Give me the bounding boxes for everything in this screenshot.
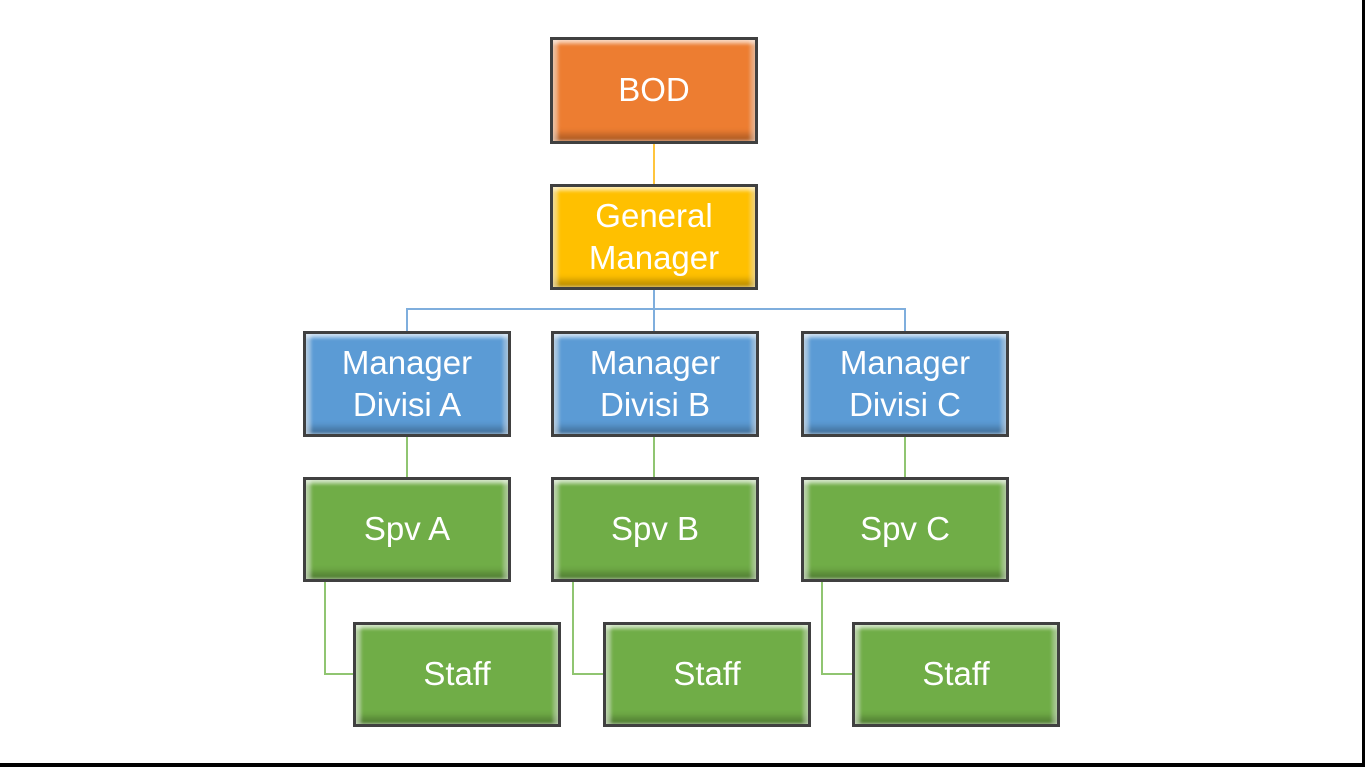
connector-general-manager-drop xyxy=(653,290,655,331)
connector-spv-c-to-staff-vertical xyxy=(821,582,823,675)
connector-manager-branch-horizontal xyxy=(406,308,906,310)
connector-spv-c-to-staff-horizontal xyxy=(821,673,852,675)
org-node-spv-c-label: Spv C xyxy=(860,510,950,548)
connector-manager-a-to-spv-a xyxy=(406,437,408,477)
connector-bod-to-general-manager xyxy=(653,144,655,184)
org-node-spv-b: Spv B xyxy=(551,477,759,582)
org-node-spv-b-label: Spv B xyxy=(610,510,700,548)
org-node-manager-divisi-c-label: Manager Divisi C xyxy=(839,343,971,423)
org-node-manager-divisi-a-label: Manager Divisi A xyxy=(341,343,473,423)
org-node-manager-divisi-b: Manager Divisi B xyxy=(551,331,759,437)
org-node-staff-b: Staff xyxy=(603,622,811,727)
org-node-staff-b-label: Staff xyxy=(673,655,741,693)
org-node-spv-a-label: Spv A xyxy=(363,510,451,548)
org-node-bod: BOD xyxy=(550,37,758,144)
org-node-staff-a-label: Staff xyxy=(423,655,491,693)
connector-spv-b-to-staff-vertical xyxy=(572,582,574,675)
screen-edge-bottom xyxy=(0,763,1365,767)
org-node-general-manager-label: General Manager xyxy=(588,196,720,276)
connector-spv-a-to-staff-vertical xyxy=(324,582,326,675)
connector-spv-b-to-staff-horizontal xyxy=(572,673,603,675)
org-node-spv-c: Spv C xyxy=(801,477,1009,582)
connector-spv-a-to-staff-horizontal xyxy=(324,673,353,675)
connector-manager-c-to-spv-c xyxy=(904,437,906,477)
org-node-staff-c-label: Staff xyxy=(922,655,990,693)
org-node-manager-divisi-b-label: Manager Divisi B xyxy=(589,343,721,423)
connector-branch-to-manager-c xyxy=(904,308,906,331)
screen-edge-right xyxy=(1362,0,1365,767)
org-node-spv-a: Spv A xyxy=(303,477,511,582)
connector-branch-to-manager-a xyxy=(406,308,408,331)
org-node-manager-divisi-a: Manager Divisi A xyxy=(303,331,511,437)
org-node-manager-divisi-c: Manager Divisi C xyxy=(801,331,1009,437)
org-node-general-manager: General Manager xyxy=(550,184,758,290)
org-node-staff-c: Staff xyxy=(852,622,1060,727)
org-node-bod-label: BOD xyxy=(618,71,690,109)
connector-manager-b-to-spv-b xyxy=(653,437,655,477)
org-node-staff-a: Staff xyxy=(353,622,561,727)
